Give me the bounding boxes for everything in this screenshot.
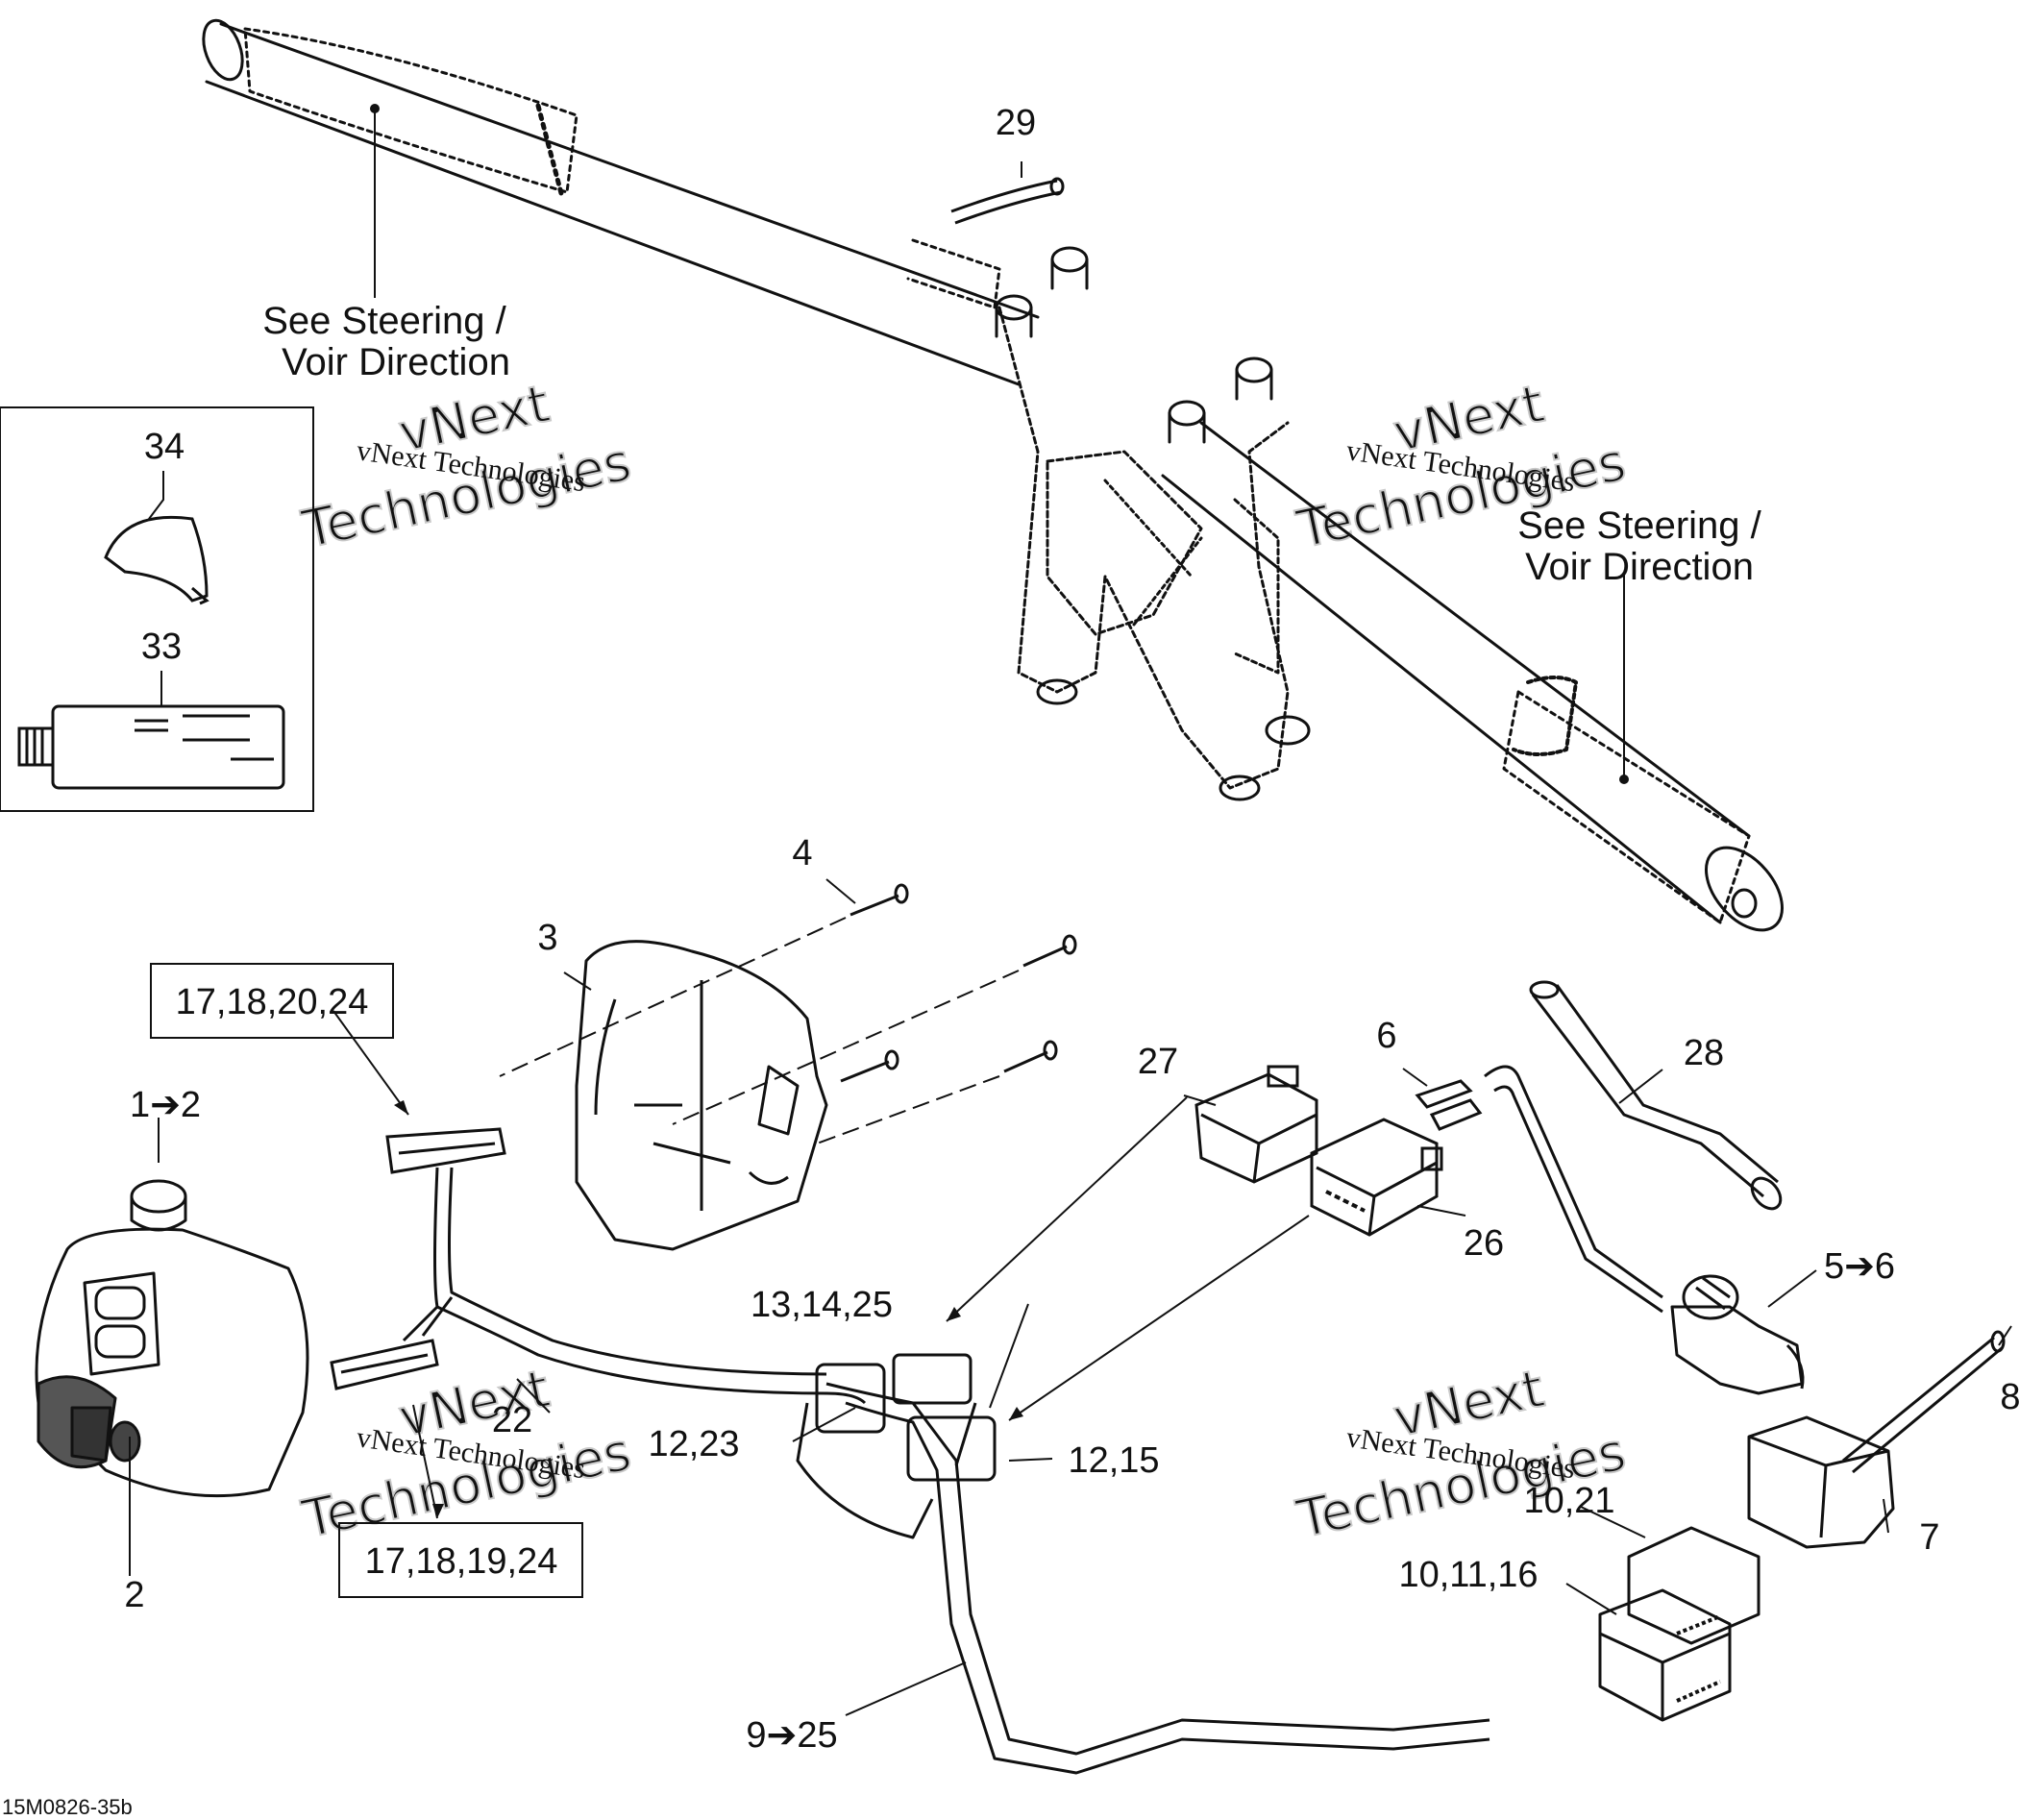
part-33-grease-tube <box>17 704 285 790</box>
callout-box-17-18-20-24 <box>150 963 394 1039</box>
callout-17-18-19-24: 17,18,19,24 <box>365 1541 558 1582</box>
part-29-hose <box>950 177 1065 225</box>
connector-bottom-plug <box>330 1339 439 1390</box>
callout-12-23: 12,23 <box>648 1424 739 1464</box>
callout-7: 7 <box>1919 1517 1939 1558</box>
assembly-guide-lines <box>499 917 1020 1144</box>
harness-to-switch <box>1484 1065 1663 1314</box>
callout-8: 8 <box>2000 1377 2019 1417</box>
steering-note-left: See Steering / Voir Direction <box>262 300 510 383</box>
callout-13-14-25: 13,14,25 <box>751 1285 893 1325</box>
callout-3: 3 <box>537 918 557 958</box>
part-6-terminal <box>1415 1079 1483 1131</box>
handlebar <box>202 18 1785 932</box>
callout-33: 33 <box>141 627 182 667</box>
part-28-hose <box>1529 980 1783 1211</box>
part-3-housing <box>575 940 828 1251</box>
inset-box <box>0 406 314 812</box>
callout-4: 4 <box>792 833 812 873</box>
callout-29: 29 <box>996 103 1036 143</box>
part-34-tie-strap <box>104 515 209 605</box>
callout-6: 6 <box>1376 1016 1396 1056</box>
leader-arrowheads <box>394 1100 1023 1518</box>
callout-10-21: 10,21 <box>1523 1481 1614 1521</box>
callout-26: 26 <box>1464 1223 1504 1264</box>
part-7-housing <box>1747 1415 1895 1549</box>
callout-1-2: 1➔2 <box>130 1085 201 1125</box>
callout-17-18-20-24: 17,18,20,24 <box>176 982 369 1022</box>
part-4-screws <box>840 883 1077 1083</box>
part-8-pin <box>1842 1330 2006 1474</box>
main-wiring-harness <box>402 1167 1490 1775</box>
callout-10-11-16: 10,11,16 <box>1398 1555 1538 1595</box>
part-26-connector <box>1310 1118 1443 1237</box>
part-1-switch <box>35 1179 309 1498</box>
callout-34: 34 <box>144 427 185 467</box>
steering-note-right: See Steering / Voir Direction <box>1517 504 1761 588</box>
callout-9-25: 9➔25 <box>746 1715 837 1756</box>
part-5-switch <box>1670 1274 1805 1395</box>
part-10-module <box>1598 1526 1760 1722</box>
figure-code: 15M0826-35b <box>2 1795 133 1819</box>
callout-22: 22 <box>492 1400 532 1440</box>
callout-12-15: 12,15 <box>1068 1440 1159 1481</box>
callout-28: 28 <box>1684 1033 1724 1073</box>
connector-top-plug <box>385 1127 506 1174</box>
leader-lines <box>129 109 2012 1716</box>
steering-note-right-line2: Voir Direction <box>1525 546 1754 588</box>
steering-note-left-line1: See Steering / <box>262 300 506 342</box>
part-27-connector <box>1194 1065 1318 1184</box>
callout-27: 27 <box>1138 1042 1178 1082</box>
steering-note-right-line1: See Steering / <box>1517 504 1761 547</box>
callout-5-6: 5➔6 <box>1824 1246 1895 1287</box>
callout-box-17-18-19-24 <box>338 1522 583 1598</box>
watermark-top-left: vNext Technologies vNext Technologies <box>296 372 637 561</box>
callout-2: 2 <box>124 1575 144 1615</box>
steering-note-left-line2: Voir Direction <box>282 341 510 383</box>
